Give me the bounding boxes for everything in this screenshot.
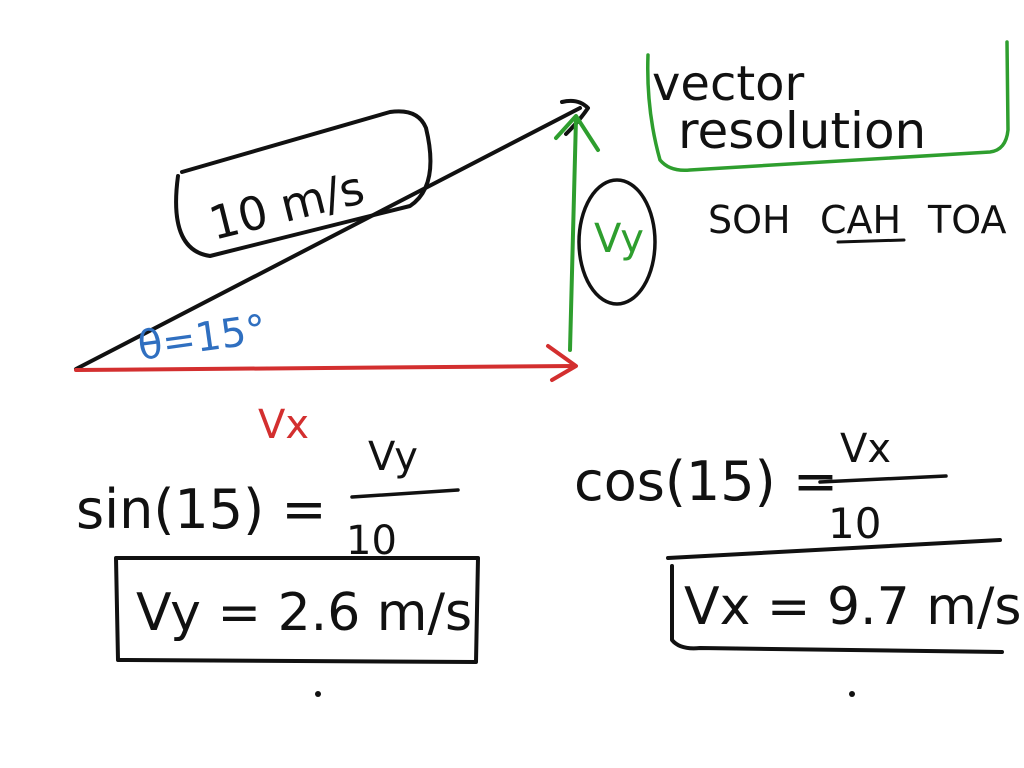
vx-vector: [74, 364, 576, 372]
cos-dot: [849, 691, 855, 697]
sin-dot: [315, 691, 321, 697]
cos-equation-lhs: cos(15) =: [574, 450, 838, 513]
vy-label-oval: [577, 178, 657, 306]
mnemonic-toa: TOA: [927, 198, 1006, 242]
hypotenuse-vector: [74, 106, 582, 371]
sin-equation-lhs: sin(15) =: [76, 478, 327, 541]
vy-arrowhead: [554, 114, 600, 152]
angle-label: θ=15°: [135, 306, 269, 369]
cos-result-box: [666, 538, 1004, 654]
title-box: [646, 40, 1010, 173]
hypotenuse-arrowhead: [560, 98, 590, 136]
hypotenuse-label-box: [174, 109, 433, 258]
mnemonic-soh: SOH: [708, 198, 791, 242]
sin-result-box: [114, 556, 480, 664]
mnemonic-cah: CAH: [820, 198, 901, 242]
title-line-1: vector: [652, 56, 805, 112]
title-line-2: resolution: [678, 102, 926, 160]
cos-result: Vx = 9.7 m/s: [684, 577, 1021, 637]
sin-fraction-bar: [350, 488, 460, 499]
vx-arrowhead: [546, 344, 578, 382]
vx-label: Vx: [258, 402, 309, 448]
cos-equation-numerator: Vx: [840, 426, 891, 472]
sin-equation-numerator: Vy: [368, 434, 418, 480]
vy-label: Vy: [594, 216, 644, 262]
vy-vector: [568, 116, 578, 352]
cos-equation-denominator: 10: [828, 499, 881, 548]
mnemonic-cah-underline: [836, 238, 906, 244]
cos-fraction-bar: [818, 474, 948, 484]
sin-result: Vy = 2.6 m/s: [136, 583, 472, 643]
